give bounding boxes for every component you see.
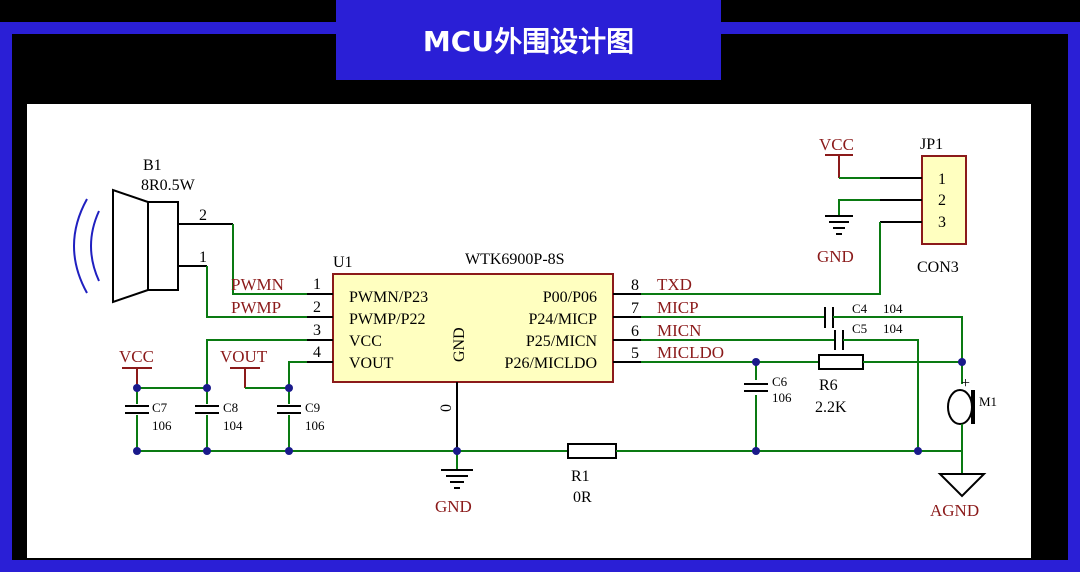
title-tab: MCU外围设计图 xyxy=(336,0,721,80)
net-pwmp: PWMP xyxy=(231,298,281,317)
u1-gnd-pin: 0 xyxy=(438,404,455,412)
u1-pin5-num: 5 xyxy=(631,345,639,362)
b1-pin2: 2 xyxy=(199,207,207,224)
r6-body xyxy=(818,354,864,370)
u1-pin4-name: VOUT xyxy=(349,355,394,372)
u1-pin3-num: 3 xyxy=(313,322,321,339)
vcc-top-label: VCC xyxy=(819,135,854,154)
jp1-pin3: 3 xyxy=(938,214,946,231)
u1-pin5-name: P26/MICLDO xyxy=(505,355,597,372)
schematic-diagram: B1 8R0.5W 2 1 U1 WTK6900P-8S 1 2 3 4 PWM… xyxy=(73,135,997,520)
u1-pin6-name: P25/MICN xyxy=(526,333,598,350)
agnd-symbol xyxy=(937,473,987,498)
wire-micn xyxy=(843,339,919,451)
net-txd: TXD xyxy=(657,275,692,294)
page-title: MCU外围设计图 xyxy=(422,25,635,58)
u1-pin7-num: 7 xyxy=(631,300,639,317)
u1-ref: U1 xyxy=(333,254,353,271)
r1-ref: R1 xyxy=(571,468,590,485)
b1-pin1: 1 xyxy=(199,249,207,266)
c6-ref: C6 xyxy=(772,374,788,389)
r1-body xyxy=(567,443,617,459)
net-micn: MICN xyxy=(657,321,701,340)
c6-value: 106 xyxy=(772,390,792,405)
c7-ref: C7 xyxy=(152,400,168,415)
speaker-b1 xyxy=(73,188,233,304)
r1-value: 0R xyxy=(573,489,592,506)
u1-pin3-name: VCC xyxy=(349,333,382,350)
jp1-pin2: 2 xyxy=(938,192,946,209)
c5-ref: C5 xyxy=(852,321,867,336)
u1-pin2-name: PWMP/P22 xyxy=(349,311,425,328)
net-micp: MICP xyxy=(657,298,699,317)
b1-ref: B1 xyxy=(143,157,162,174)
c5-value: 104 xyxy=(883,321,903,336)
agnd-label: AGND xyxy=(930,501,979,520)
u1-pin1-name: PWMN/P23 xyxy=(349,289,428,306)
u1-pin4-num: 4 xyxy=(313,344,321,361)
vout-label: VOUT xyxy=(220,347,268,366)
c7-value: 106 xyxy=(152,418,172,433)
sound-wave-icon xyxy=(73,198,88,294)
c9-ref: C9 xyxy=(305,400,320,415)
u1-body xyxy=(332,273,614,383)
jp1-pin1: 1 xyxy=(938,171,946,188)
u1-pin8-name: P00/P06 xyxy=(543,289,597,306)
m1-plus: + xyxy=(961,375,970,392)
m1-ref: M1 xyxy=(979,394,997,409)
gnd-bottom-label: GND xyxy=(435,497,472,516)
mic-m1 xyxy=(947,389,973,425)
u1-pin6-num: 6 xyxy=(631,323,639,340)
c9-value: 106 xyxy=(305,418,325,433)
schematic-canvas: B1 8R0.5W 2 1 U1 WTK6900P-8S 1 2 3 4 PWM… xyxy=(27,104,1031,558)
wire-vcc xyxy=(206,339,307,404)
u1-gnd-label: GND xyxy=(451,327,468,362)
u1-pin2-num: 2 xyxy=(313,299,321,316)
u1-pin8-num: 8 xyxy=(631,277,639,294)
c8-ref: C8 xyxy=(223,400,238,415)
jp1-type: CON3 xyxy=(917,259,959,276)
sound-wave-icon xyxy=(90,210,100,282)
wire-pwmp xyxy=(206,266,307,318)
wire-txd xyxy=(641,222,881,295)
r6-ref: R6 xyxy=(819,377,838,394)
vcc-left-label: VCC xyxy=(119,347,154,366)
junction-dots xyxy=(133,358,966,455)
c4-ref: C4 xyxy=(852,301,868,316)
u1-pin1-num: 1 xyxy=(313,276,321,293)
jp1-ref: JP1 xyxy=(920,136,943,153)
net-pwmn: PWMN xyxy=(231,275,284,294)
u1-pin7-name: P24/MICP xyxy=(529,311,598,328)
b1-value: 8R0.5W xyxy=(141,177,196,194)
wire-pwmn xyxy=(232,224,307,295)
gnd-top-label: GND xyxy=(817,247,854,266)
c8-value: 104 xyxy=(223,418,243,433)
net-micldo: MICLDO xyxy=(657,343,724,362)
c4-value: 104 xyxy=(883,301,903,316)
u1-part: WTK6900P-8S xyxy=(465,251,565,268)
r6-value: 2.2K xyxy=(815,399,847,416)
